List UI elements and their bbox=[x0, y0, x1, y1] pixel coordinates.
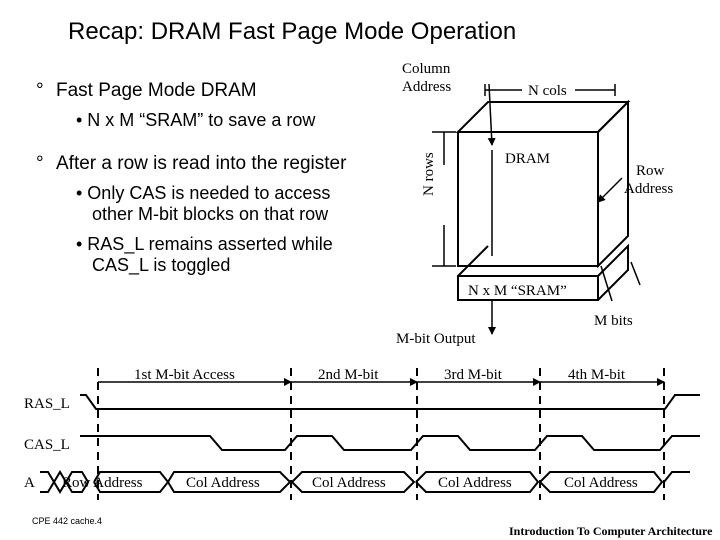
sram-top-left-edge bbox=[457, 245, 489, 277]
addr-col-bus-4 bbox=[539, 471, 664, 493]
slide-title: Recap: DRAM Fast Page Mode Operation bbox=[68, 18, 517, 45]
dram-label: DRAM bbox=[505, 151, 551, 167]
column-address-arrow bbox=[487, 83, 496, 146]
addr-x-start bbox=[40, 470, 90, 494]
access-label-1: 1st M-bit Access bbox=[134, 367, 235, 383]
col-address-value-3: Col Address bbox=[438, 475, 512, 491]
dram-side-face bbox=[597, 99, 629, 269]
bullet-sram-row: • N x M “SRAM” to save a row bbox=[76, 110, 316, 130]
access-label-3: 3rd M-bit bbox=[444, 367, 502, 383]
timing-markers bbox=[97, 368, 665, 500]
n-rows-label: N rows bbox=[421, 152, 437, 196]
row-address-value: Row Address bbox=[62, 475, 143, 491]
n-cols-label: N cols bbox=[528, 83, 567, 99]
bullet-fast-page-mode: Fast Page Mode DRAM bbox=[56, 80, 257, 101]
addr-col-bus-2 bbox=[291, 471, 416, 493]
footer-course-title: Introduction To Computer Architecture bbox=[509, 524, 713, 538]
row-address-label-line1: Row bbox=[636, 163, 665, 179]
sram-side-face bbox=[597, 243, 629, 301]
address-bus-label: A bbox=[24, 475, 35, 491]
col-address-value-2: Col Address bbox=[312, 475, 386, 491]
m-bits-tick-right bbox=[630, 261, 641, 286]
addr-col-bus-3 bbox=[415, 471, 540, 493]
bullet-only-cas-line2: other M-bit blocks on that row bbox=[92, 204, 329, 224]
ras-l-waveform bbox=[80, 394, 700, 410]
column-address-label-line2: Address bbox=[402, 79, 452, 95]
bullet-marker-1: ° bbox=[36, 80, 44, 101]
cas-l-waveform bbox=[80, 435, 700, 451]
m-bits-tick-left bbox=[600, 265, 613, 302]
access-label-2: 2nd M-bit bbox=[318, 367, 379, 383]
sram-slab bbox=[457, 243, 629, 301]
bullet-ras-asserted-line1: • RAS_L remains asserted while bbox=[76, 234, 333, 254]
cas-l-label: CAS_L bbox=[24, 437, 70, 453]
footer-course: CPE 442 cache.4 bbox=[32, 516, 103, 526]
m-bits-label: M bits bbox=[594, 313, 633, 329]
bullet-only-cas-line1: • Only CAS is needed to access bbox=[76, 183, 331, 203]
bullet-ras-asserted-line2: CAS_L is toggled bbox=[92, 255, 231, 275]
ras-l-label: RAS_L bbox=[24, 396, 70, 412]
col-address-value-4: Col Address bbox=[564, 475, 638, 491]
access-label-4: 4th M-bit bbox=[568, 367, 626, 383]
sram-label: N x M “SRAM” bbox=[468, 283, 567, 299]
col-address-value-1: Col Address bbox=[186, 475, 260, 491]
row-address-label-line2: Address bbox=[624, 181, 674, 197]
addr-col-bus-1 bbox=[167, 471, 292, 493]
bullet-after-row-read: After a row is read into the register bbox=[56, 153, 347, 174]
row-address-arrow bbox=[597, 177, 623, 203]
column-address-label-line1: Column bbox=[402, 61, 451, 77]
sram-front-face bbox=[457, 275, 599, 301]
bullet-marker-2: ° bbox=[36, 153, 44, 174]
dram-cube bbox=[455, 99, 631, 269]
address-bus bbox=[40, 470, 690, 494]
mbit-output-label: M-bit Output bbox=[396, 331, 476, 347]
addr-bus-end bbox=[663, 471, 690, 483]
